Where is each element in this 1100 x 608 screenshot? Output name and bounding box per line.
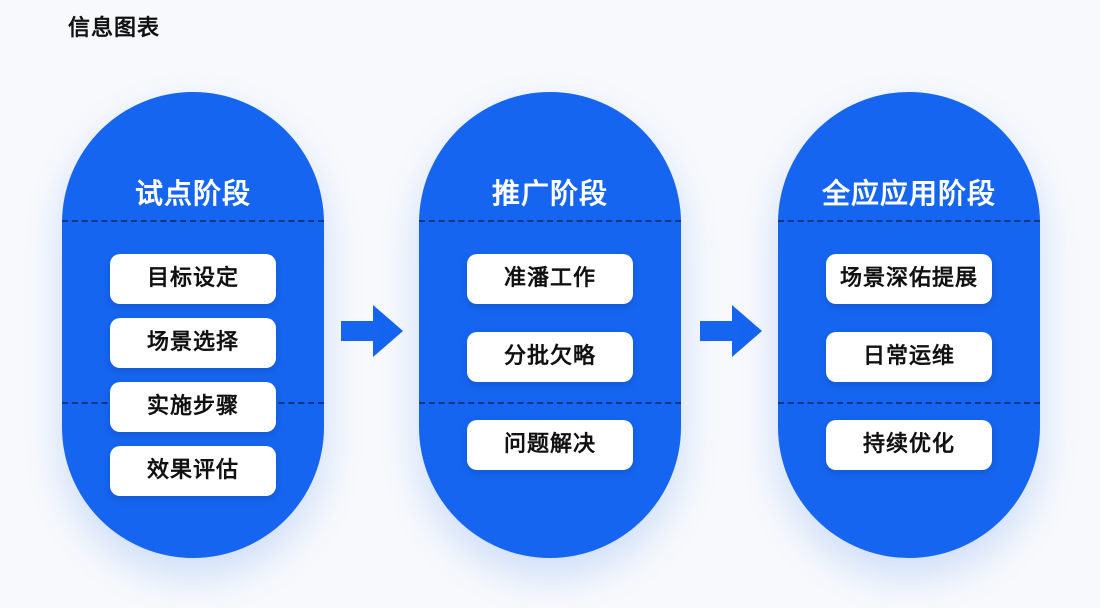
right-arrow-icon [341, 305, 403, 357]
stage-rollout: 推广阶段 准潘工作 分批欠略 问题解决 [419, 92, 681, 558]
dashed-divider [778, 220, 1040, 222]
stage-title: 试点阶段 [134, 177, 251, 210]
step-pill: 分批欠略 [467, 332, 633, 382]
step-pill: 实施步骤 [110, 382, 276, 432]
stage-title: 全应应用阶段 [821, 177, 996, 210]
right-arrow-icon [700, 305, 762, 357]
step-pill: 持续优化 [826, 420, 992, 470]
dashed-divider [62, 220, 324, 222]
step-pill: 准潘工作 [467, 254, 633, 304]
dashed-divider [419, 402, 681, 404]
step-pill: 日常运维 [826, 332, 992, 382]
dashed-divider [778, 402, 1040, 404]
step-pill: 效果评估 [110, 446, 276, 496]
step-pill: 场景深佑提展 [826, 254, 992, 304]
page-title: 信息图表 [68, 16, 161, 41]
stage-pilot: 试点阶段 目标设定 场景选择 实施步骤 效果评估 [62, 92, 324, 558]
step-pill: 问题解决 [467, 420, 633, 470]
stage-title: 推广阶段 [491, 177, 608, 210]
step-pill: 场景选择 [110, 318, 276, 368]
step-pill: 目标设定 [110, 254, 276, 304]
stage-full-application: 全应应用阶段 场景深佑提展 日常运维 持续优化 [778, 92, 1040, 558]
dashed-divider [419, 220, 681, 222]
